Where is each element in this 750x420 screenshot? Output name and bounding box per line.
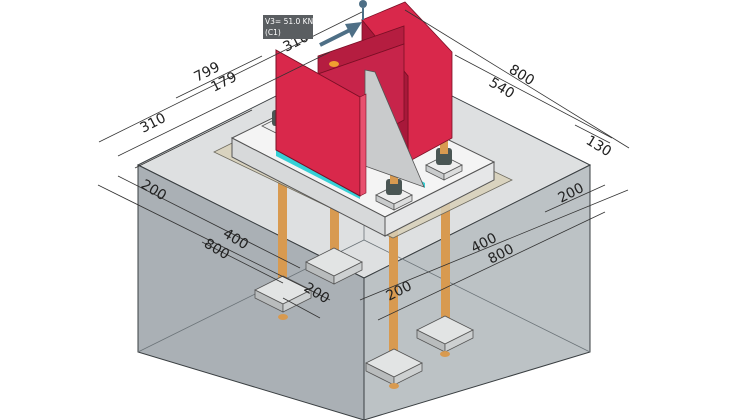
load-label-tag[interactable]: V3= 51.0 KN (C1) xyxy=(263,15,313,39)
dim-label-310: 310 xyxy=(138,110,169,136)
load-arrow-icon[interactable] xyxy=(319,0,367,47)
load-label-case: (C1) xyxy=(265,28,281,37)
concrete-left-face xyxy=(137,164,365,420)
anchor-plate xyxy=(416,315,474,357)
column-front-flange-edge xyxy=(359,93,367,197)
weld-node xyxy=(329,61,339,67)
anchor-rod xyxy=(389,210,398,360)
anchor-rod xyxy=(330,195,339,265)
anchor-plate xyxy=(254,275,312,320)
anchor-plate xyxy=(305,247,363,285)
load-label-value: V3= 51.0 KN xyxy=(265,17,314,26)
anchor-rod xyxy=(278,175,287,295)
dimension-lines xyxy=(97,9,630,321)
anchor-plate xyxy=(365,348,423,389)
base-plate-right-edge xyxy=(384,161,495,237)
steel-column xyxy=(275,1,453,197)
